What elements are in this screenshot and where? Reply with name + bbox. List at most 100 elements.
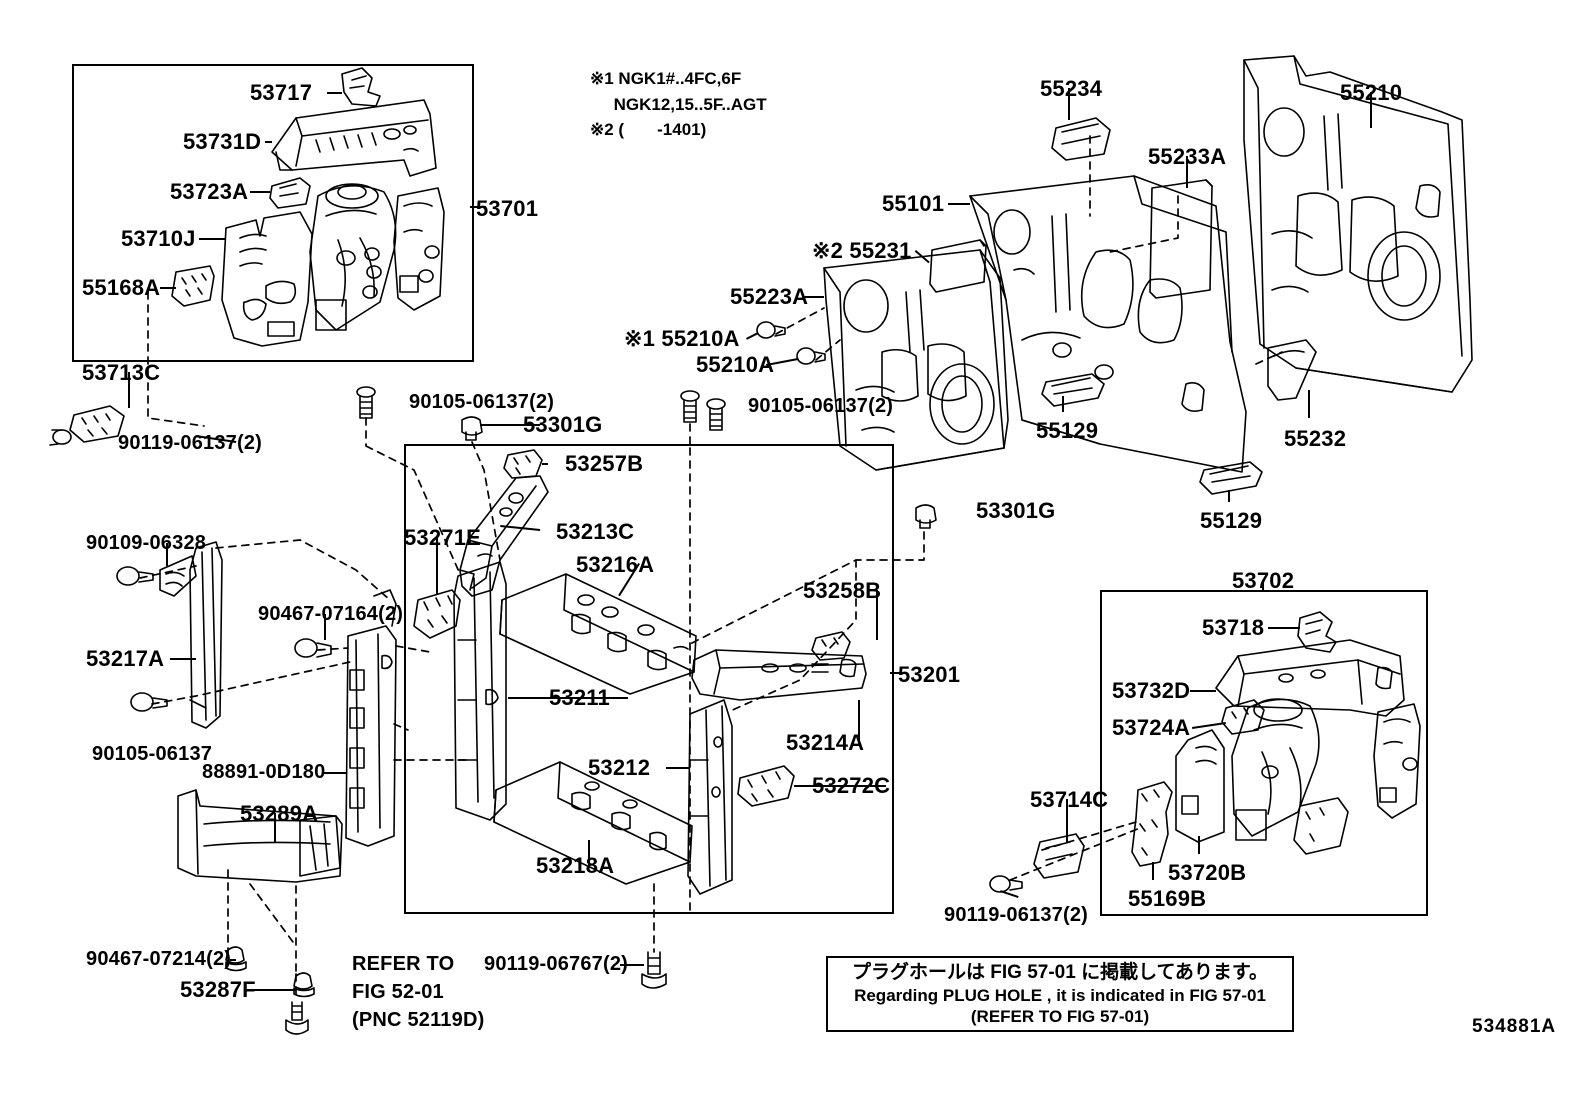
plug-hole-note-en: Regarding PLUG HOLE , it is indicated in…: [854, 985, 1266, 1005]
callout-55234[interactable]: 55234: [1040, 76, 1103, 101]
callout-leader: [265, 141, 272, 143]
callout-53724A[interactable]: 53724A: [1112, 715, 1191, 740]
callout-53720B[interactable]: 53720B: [1168, 860, 1247, 885]
callout-53731D[interactable]: 53731D: [183, 129, 262, 154]
part-55234: [1051, 117, 1111, 161]
callout-90119-067672[interactable]: 90119-06767(2): [484, 953, 629, 975]
callout-53713C[interactable]: 53713C: [82, 360, 161, 385]
callout-leader: [588, 840, 590, 865]
callout-53289A[interactable]: 53289A: [240, 801, 319, 826]
callout-53258B[interactable]: 53258B: [803, 578, 882, 603]
refer-to-line2: FIG 52-01: [352, 981, 444, 1003]
callout-leader: [508, 697, 628, 699]
callout-leader: [858, 700, 860, 742]
callout-53723A[interactable]: 53723A: [170, 179, 249, 204]
callout-53714C[interactable]: 53714C: [1030, 787, 1109, 812]
callout-55168A[interactable]: 55168A: [82, 275, 161, 300]
callout-55129[interactable]: 55129: [1200, 508, 1263, 533]
diagram-id: 534881A: [1472, 1016, 1557, 1037]
callout-leader: [166, 543, 168, 566]
callout-155210A[interactable]: ※1 55210A: [624, 326, 740, 351]
callout-255231[interactable]: ※2 55231: [812, 238, 912, 263]
callout-leader: [230, 959, 236, 961]
callout-90467-072142[interactable]: 90467-07214(2): [86, 948, 232, 970]
callout-leader: [666, 767, 690, 769]
callout-leader: [170, 658, 196, 660]
callout-leader: [1186, 156, 1188, 188]
callout-leader: [1262, 580, 1264, 590]
part-55210A-2: [796, 347, 826, 365]
callout-53287F[interactable]: 53287F: [180, 977, 256, 1002]
callout-53301G[interactable]: 53301G: [976, 498, 1056, 523]
callout-53217A[interactable]: 53217A: [86, 646, 165, 671]
callout-53718[interactable]: 53718: [1202, 615, 1265, 640]
callout-53732D[interactable]: 53732D: [1112, 678, 1191, 703]
part-55129-lower: [1199, 461, 1263, 495]
callout-55223A[interactable]: 55223A: [730, 284, 809, 309]
part-53287F: [293, 972, 315, 998]
callout-55129[interactable]: 55129: [1036, 418, 1099, 443]
callout-55101[interactable]: 55101: [882, 191, 945, 216]
callout-53212[interactable]: 53212: [588, 755, 651, 780]
callout-90119-061372[interactable]: 90119-06137(2): [118, 432, 263, 454]
callout-88891-0D180[interactable]: 88891-0D180: [202, 761, 326, 783]
callout-53701[interactable]: 53701: [476, 196, 539, 221]
callout-leader: [542, 463, 548, 465]
callout-leader: [1268, 627, 1300, 629]
callout-53213C[interactable]: 53213C: [556, 519, 635, 544]
plug-hole-note-box: プラグホールは FIG 57-01 に掲載してあります。 Regarding P…: [826, 956, 1294, 1032]
callout-leader: [1308, 390, 1310, 418]
callout-53710J[interactable]: 53710J: [121, 226, 196, 251]
callout-55210A[interactable]: 55210A: [696, 352, 775, 377]
part-90119-06767: [641, 951, 667, 989]
callout-leader: [252, 989, 296, 991]
callout-leader: [322, 772, 346, 774]
callout-leader: [1228, 490, 1230, 502]
callout-53201[interactable]: 53201: [898, 662, 961, 687]
callout-leader: [128, 372, 130, 408]
callout-53717[interactable]: 53717: [250, 80, 313, 105]
callout-leader: [327, 92, 342, 94]
part-55210A-1: [756, 321, 786, 339]
part-90105-06137-upper-right: [680, 390, 700, 423]
callout-53214A[interactable]: 53214A: [786, 730, 865, 755]
callout-55169B[interactable]: 55169B: [1128, 886, 1207, 911]
part-90109-06328: [116, 566, 154, 586]
callout-leader: [1190, 690, 1216, 692]
callout-90109-06328[interactable]: 90109-06328: [86, 532, 207, 554]
callout-leader: [250, 191, 270, 193]
callout-leader: [914, 250, 930, 264]
part-90467-07164: [294, 638, 332, 658]
part-90105-06137-left: [130, 692, 168, 712]
callout-53257B[interactable]: 53257B: [565, 451, 644, 476]
callout-leader: [324, 614, 326, 640]
callout-55232[interactable]: 55232: [1284, 426, 1347, 451]
callout-leader: [620, 964, 644, 966]
part-90105-06137-dash: [706, 398, 726, 431]
callout-leader: [948, 203, 970, 205]
callout-53271E[interactable]: 53271E: [404, 525, 482, 550]
callout-90105-061372[interactable]: 90105-06137(2): [409, 391, 555, 413]
callout-leader: [480, 424, 540, 426]
part-55129-upper: [1041, 373, 1105, 407]
callout-90119-061372[interactable]: 90119-06137(2): [944, 904, 1089, 926]
plug-hole-note-jp: プラグホールは FIG 57-01 に掲載してあります。: [851, 961, 1269, 983]
part-90119-06137-right: [989, 875, 1023, 893]
part-90105-06137-upper-left: [356, 386, 376, 419]
refer-to-line3: (PNC 52119D): [352, 1009, 485, 1031]
callout-leader: [802, 296, 824, 298]
part-53714C: [1033, 833, 1085, 879]
part-refer-bolt-52119D: [285, 1001, 309, 1035]
leader-53201: [890, 672, 906, 674]
callout-53301G[interactable]: 53301G: [523, 412, 603, 437]
part-55101: [969, 175, 1247, 473]
callout-90105-061372[interactable]: 90105-06137(2): [748, 395, 894, 417]
callout-53218A[interactable]: 53218A: [536, 853, 615, 878]
refer-to-line1: REFER TO: [352, 953, 455, 975]
callout-90105-06137[interactable]: 90105-06137: [92, 743, 213, 765]
callout-90467-071642[interactable]: 90467-07164(2): [258, 603, 404, 625]
leader-53701: [470, 206, 486, 208]
callout-leader: [794, 785, 886, 787]
callout-53216A[interactable]: 53216A: [576, 552, 655, 577]
callout-leader: [876, 590, 878, 640]
